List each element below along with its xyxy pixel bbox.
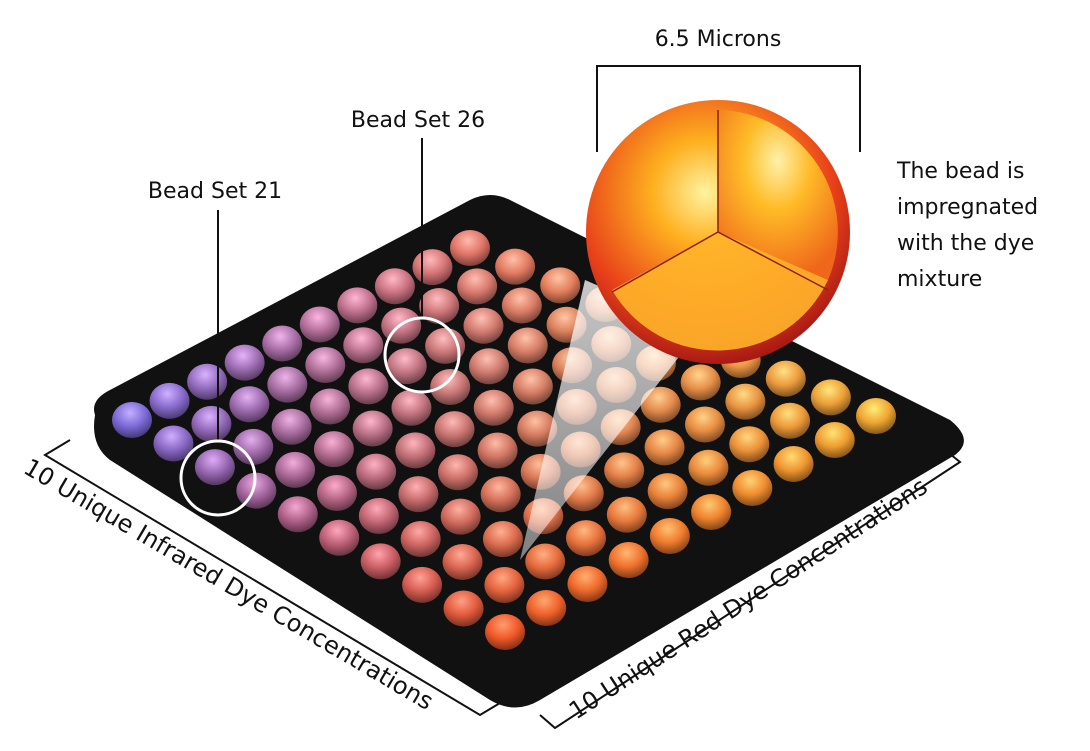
bead-0-3 — [224, 344, 265, 381]
bead-set-21-label: Bead Set 21 — [148, 179, 282, 204]
bead-1-5 — [343, 327, 384, 364]
bead-1-2 — [229, 386, 270, 423]
bead-8-2 — [525, 543, 566, 580]
bead-3-4 — [391, 389, 432, 426]
bead-8-0 — [443, 590, 484, 627]
bead-3-2 — [313, 431, 354, 468]
bead-5-4 — [477, 432, 518, 469]
bead-7-5 — [604, 452, 645, 489]
bead-6-7 — [640, 386, 681, 423]
bead-5-1 — [358, 497, 399, 534]
bead-description: The bead is impregnated with the dye mix… — [896, 159, 1038, 292]
bead-0-7 — [374, 268, 415, 305]
bead-5-3 — [438, 454, 478, 491]
bead-2-1 — [233, 428, 274, 465]
bead-0-1 — [149, 382, 190, 419]
bead-9-5 — [691, 494, 732, 530]
bead-0-4 — [262, 325, 303, 362]
bead-8-3 — [566, 520, 606, 557]
magnification-beam — [520, 280, 700, 560]
bead-2-2 — [271, 408, 312, 445]
bead-3-3 — [352, 410, 393, 447]
svg-text:impregnated: impregnated — [897, 195, 1038, 220]
svg-text:with the dye: with the dye — [897, 231, 1034, 256]
bead-set-26-label: Bead Set 26 — [351, 108, 485, 133]
bead-9-8 — [814, 422, 855, 458]
bead-9-7 — [773, 446, 814, 482]
bead-5-5 — [517, 410, 558, 447]
bead-4-0 — [277, 496, 318, 533]
bead-9-2 — [567, 566, 608, 602]
bead-6-0 — [360, 543, 401, 580]
bead-2-8 — [501, 287, 542, 324]
bead-1-9 — [495, 248, 536, 285]
bead-9-3 — [608, 542, 649, 578]
svg-text:mixture: mixture — [897, 267, 982, 292]
bead-3-6 — [469, 348, 509, 385]
bead-1-0 — [153, 425, 194, 462]
magnified-bead — [586, 100, 850, 364]
bead-0-8 — [412, 249, 453, 286]
bead-7-0 — [402, 566, 443, 603]
bead-4-3 — [395, 432, 436, 469]
bead-1-1 — [191, 405, 232, 442]
bead-2-9 — [540, 267, 581, 304]
bead-0-0 — [112, 402, 152, 438]
bead-4-1 — [316, 474, 357, 511]
bead-0-9 — [450, 230, 490, 266]
bead-4-2 — [356, 453, 397, 490]
bead-1-4 — [305, 346, 346, 383]
bead-7-8 — [725, 383, 766, 420]
bead-8-7 — [729, 426, 770, 463]
bead-5-2 — [398, 476, 439, 513]
bead-3-7 — [507, 327, 548, 364]
size-label: 6.5 Microns — [655, 27, 782, 52]
bead-9-9 — [856, 398, 896, 434]
bead-6-8 — [680, 364, 721, 401]
bead-9-6 — [732, 470, 773, 506]
bead-2-3 — [310, 388, 350, 425]
bead-7-1 — [442, 543, 483, 580]
bead-3-1 — [275, 451, 316, 488]
bead-8-5 — [647, 473, 688, 510]
bead-0-6 — [337, 287, 378, 324]
bead-7-2 — [482, 521, 523, 558]
bead-7-9 — [765, 360, 806, 397]
bead-8-6 — [688, 449, 729, 486]
bead-5-0 — [319, 519, 360, 556]
bead-4-5 — [473, 389, 514, 426]
bead-7-7 — [684, 406, 725, 443]
bead-set-21-highlight — [179, 439, 257, 517]
svg-text:The bead is: The bead is — [896, 159, 1024, 184]
bead-8-8 — [770, 402, 811, 439]
bead-9-0 — [485, 614, 525, 650]
bead-8-4 — [606, 496, 647, 533]
bead-2-5 — [386, 348, 427, 385]
bead-9-1 — [526, 590, 567, 626]
bead-1-7 — [419, 287, 460, 324]
bead-2-0 — [194, 449, 235, 486]
bead-9-4 — [649, 518, 690, 554]
bead-set-26-highlight — [383, 316, 461, 394]
bead-4-4 — [434, 411, 475, 448]
bead-0-2 — [187, 363, 228, 400]
bead-8-9 — [810, 379, 851, 416]
bead-6-2 — [440, 498, 481, 535]
left-axis-line — [43, 439, 501, 717]
bead-6-3 — [480, 476, 521, 513]
bead-2-4 — [348, 368, 389, 405]
bead-7-6 — [644, 429, 685, 466]
bead-0-5 — [299, 306, 340, 343]
bead-1-3 — [267, 366, 308, 403]
bead-6-1 — [400, 520, 441, 557]
size-bracket — [596, 65, 861, 152]
bead-8-1 — [484, 566, 525, 603]
bead-2-7 — [463, 307, 504, 344]
bead-1-8 — [457, 268, 498, 305]
bead-3-5 — [430, 368, 471, 405]
bead-4-6 — [512, 368, 553, 405]
